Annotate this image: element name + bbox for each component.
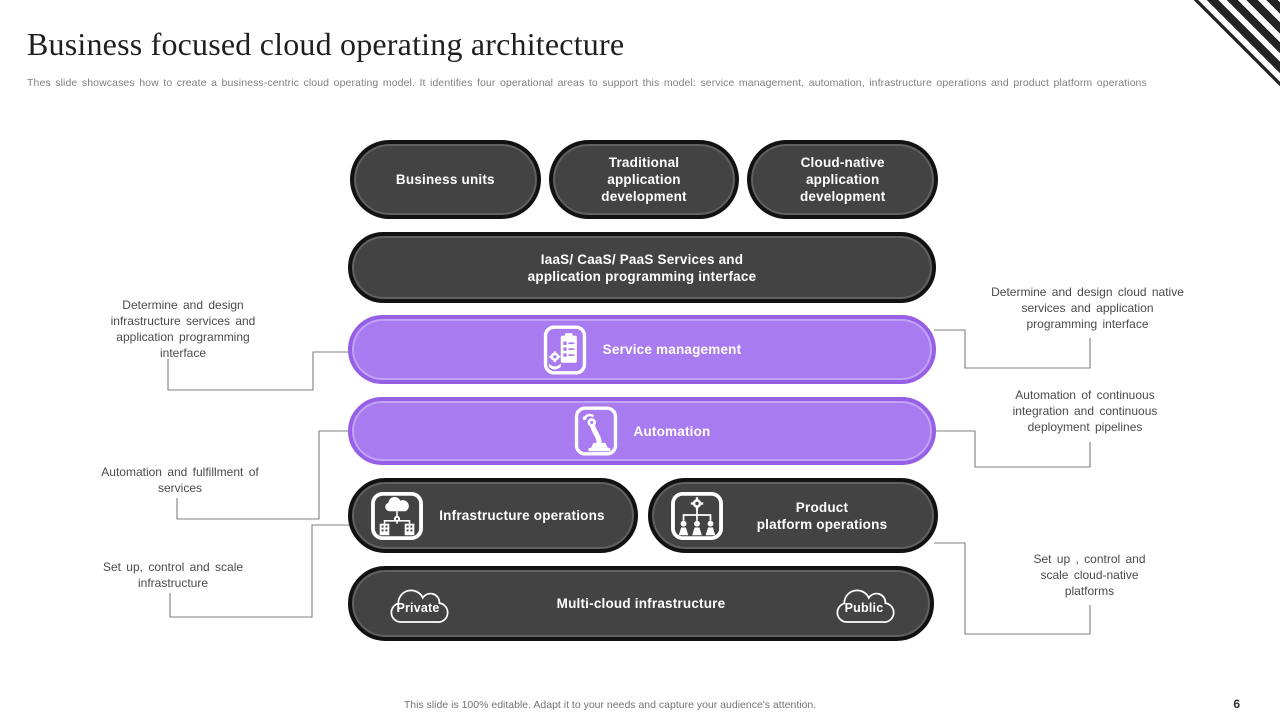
- annotation-left-automation: Automation and fulfillment of services: [101, 465, 259, 495]
- cloud-buildings-icon: [371, 491, 423, 540]
- operations-row: Infrastructure operations Product platfo…: [348, 478, 938, 553]
- pill-label: Traditional application development: [601, 155, 687, 204]
- pill-service-management: Service management: [348, 315, 936, 384]
- pill-iaas-caas-paas-services: IaaS/ CaaS/ PaaS Services and applicatio…: [348, 232, 936, 303]
- private-cloud: Private: [382, 577, 454, 631]
- pill-label: Business units: [395, 172, 495, 187]
- pill-label: Automation: [633, 423, 711, 439]
- footer-note: This slide is 100% editable. Adapt it to…: [403, 699, 817, 711]
- cloud-outline-icon: [836, 589, 895, 623]
- automation-row: Automation: [348, 397, 936, 465]
- pill-cloud-native-application-development: Cloud-native application development: [747, 140, 939, 219]
- annotation-left-service-management: Determine and design infrastructure serv…: [110, 298, 256, 360]
- pill-multi-cloud-infrastructure: Multi-cloud infrastructure Private Publi…: [348, 566, 934, 641]
- pill-traditional-application-development: Traditional application development: [548, 140, 740, 219]
- annotation-right-automation: Automation of continuous integration and…: [1012, 388, 1158, 434]
- pill-label: Infrastructure operations: [439, 508, 605, 523]
- connector-right-automation: [934, 430, 1091, 468]
- clipboard-gear-hand-icon: [543, 324, 586, 375]
- corner-stripes-decoration: [1193, 0, 1280, 87]
- annotation-left-infrastructure: Set up, control and scale infrastructure: [102, 560, 244, 590]
- annotation-right-platform: Set up , control and scale cloud-native …: [1033, 552, 1146, 598]
- pill-automation: Automation: [348, 397, 936, 465]
- service-management-row: Service management: [348, 315, 936, 384]
- page-title: Business focused cloud operating archite…: [27, 26, 625, 62]
- pill-business-units: Business units: [350, 140, 541, 219]
- annotation-right-service-management: Determine and design cloud native servic…: [991, 285, 1184, 331]
- page-number: 6: [1233, 697, 1240, 711]
- pill-label: Cloud-native application development: [799, 155, 886, 204]
- public-cloud: Public: [828, 577, 900, 631]
- cloud-outline-icon: [390, 589, 449, 623]
- pill-infrastructure-operations: Infrastructure operations: [348, 478, 638, 553]
- pill-label: IaaS/ CaaS/ PaaS Services and applicatio…: [527, 251, 757, 284]
- connector-right-service-management: [934, 329, 1091, 369]
- iaas-row: IaaS/ CaaS/ PaaS Services and applicatio…: [348, 232, 936, 303]
- pill-label: Multi-cloud infrastructure: [556, 596, 726, 611]
- gear-orgchart-icon: [671, 491, 723, 540]
- public-cloud-label: Public: [844, 600, 884, 615]
- top-row: Business units Traditional application d…: [350, 140, 939, 219]
- multi-cloud-row: Multi-cloud infrastructure Private Publi…: [348, 566, 934, 641]
- pill-product-platform-operations: Product platform operations: [648, 478, 938, 553]
- private-cloud-label: Private: [396, 600, 440, 615]
- pill-label: Product platform operations: [756, 499, 888, 532]
- page-subtitle: Thes slide showcases how to create a bus…: [27, 77, 1147, 89]
- pill-label: Service management: [602, 342, 742, 357]
- robot-arm-icon: [574, 406, 617, 456]
